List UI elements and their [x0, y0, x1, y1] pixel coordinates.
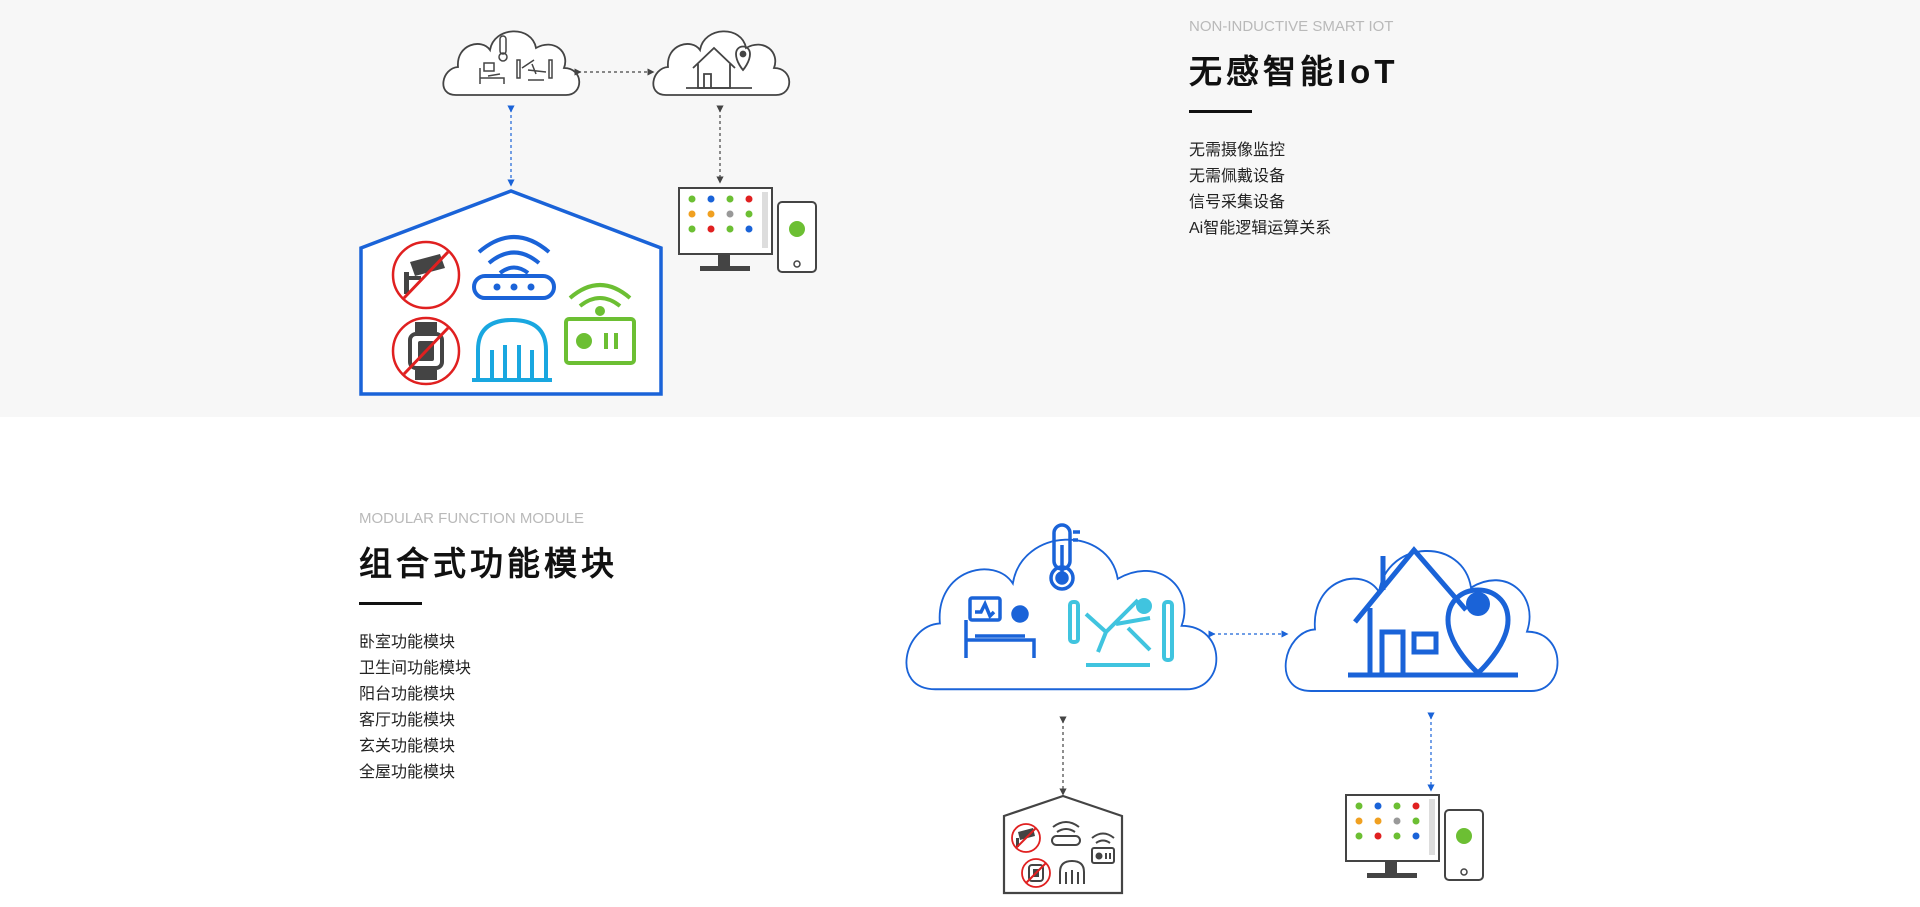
monitor-icon	[1345, 794, 1440, 878]
radar-sensor-icon	[1059, 859, 1085, 884]
list-item: 无需摄像监控	[1189, 142, 1286, 159]
smartphone-icon	[1444, 809, 1484, 881]
radar-sensor-icon	[472, 317, 552, 382]
no-smartwatch-icon	[1021, 858, 1051, 888]
signal-device-icon	[564, 283, 636, 365]
iot-feature-list: 无需摄像监控 无需佩戴设备 信号采集设备 Ai智能逻辑运算关系	[1189, 138, 1398, 242]
modules-text-block: MODULAR FUNCTION MODULE 组合式功能模块 卧室功能模块 卫…	[359, 510, 618, 786]
house-location-icon	[686, 45, 752, 89]
wifi-router-icon	[472, 235, 556, 300]
no-camera-icon	[1011, 823, 1041, 853]
title-underline	[1189, 110, 1252, 113]
iot-text-block: NON-INDUCTIVE SMART IOT 无感智能IoT 无需摄像监控 无…	[1189, 18, 1398, 242]
modules-title: 组合式功能模块	[359, 545, 618, 582]
thermometer-icon	[1049, 523, 1080, 591]
list-item: Ai智能逻辑运算关系	[1189, 220, 1332, 237]
signal-device-icon	[1091, 832, 1115, 864]
patient-bed-icon	[964, 596, 1036, 658]
list-item: 卫生间功能模块	[359, 660, 472, 677]
modules-eyebrow: MODULAR FUNCTION MODULE	[359, 510, 585, 527]
modules-feature-list: 卧室功能模块 卫生间功能模块 阳台功能模块 客厅功能模块 玄关功能模块 全屋功能…	[359, 630, 618, 786]
cloud-icon	[442, 30, 581, 96]
thermometer-icon	[498, 35, 508, 62]
fall-detection-icon	[516, 59, 553, 81]
cloud-icon	[652, 30, 791, 96]
wifi-router-icon	[1051, 821, 1081, 846]
iot-section-background	[0, 0, 1920, 417]
list-item: 信号采集设备	[1189, 194, 1286, 211]
iot-title: 无感智能IoT	[1189, 53, 1399, 90]
cloud-icon	[1284, 549, 1559, 693]
no-camera-icon	[391, 240, 461, 310]
title-underline	[359, 602, 422, 605]
list-item: 卧室功能模块	[359, 634, 456, 651]
list-item: 玄关功能模块	[359, 738, 456, 755]
patient-bed-icon	[479, 62, 505, 84]
no-smartwatch-icon	[391, 316, 461, 386]
monitor-icon	[678, 187, 773, 271]
list-item: 阳台功能模块	[359, 686, 456, 703]
list-item: 无需佩戴设备	[1189, 168, 1286, 185]
smartphone-icon	[777, 201, 817, 273]
fall-detection-icon	[1068, 598, 1174, 667]
list-item: 全屋功能模块	[359, 764, 456, 781]
house-location-icon	[1348, 546, 1518, 678]
iot-eyebrow: NON-INDUCTIVE SMART IOT	[1189, 18, 1394, 35]
list-item: 客厅功能模块	[359, 712, 456, 729]
